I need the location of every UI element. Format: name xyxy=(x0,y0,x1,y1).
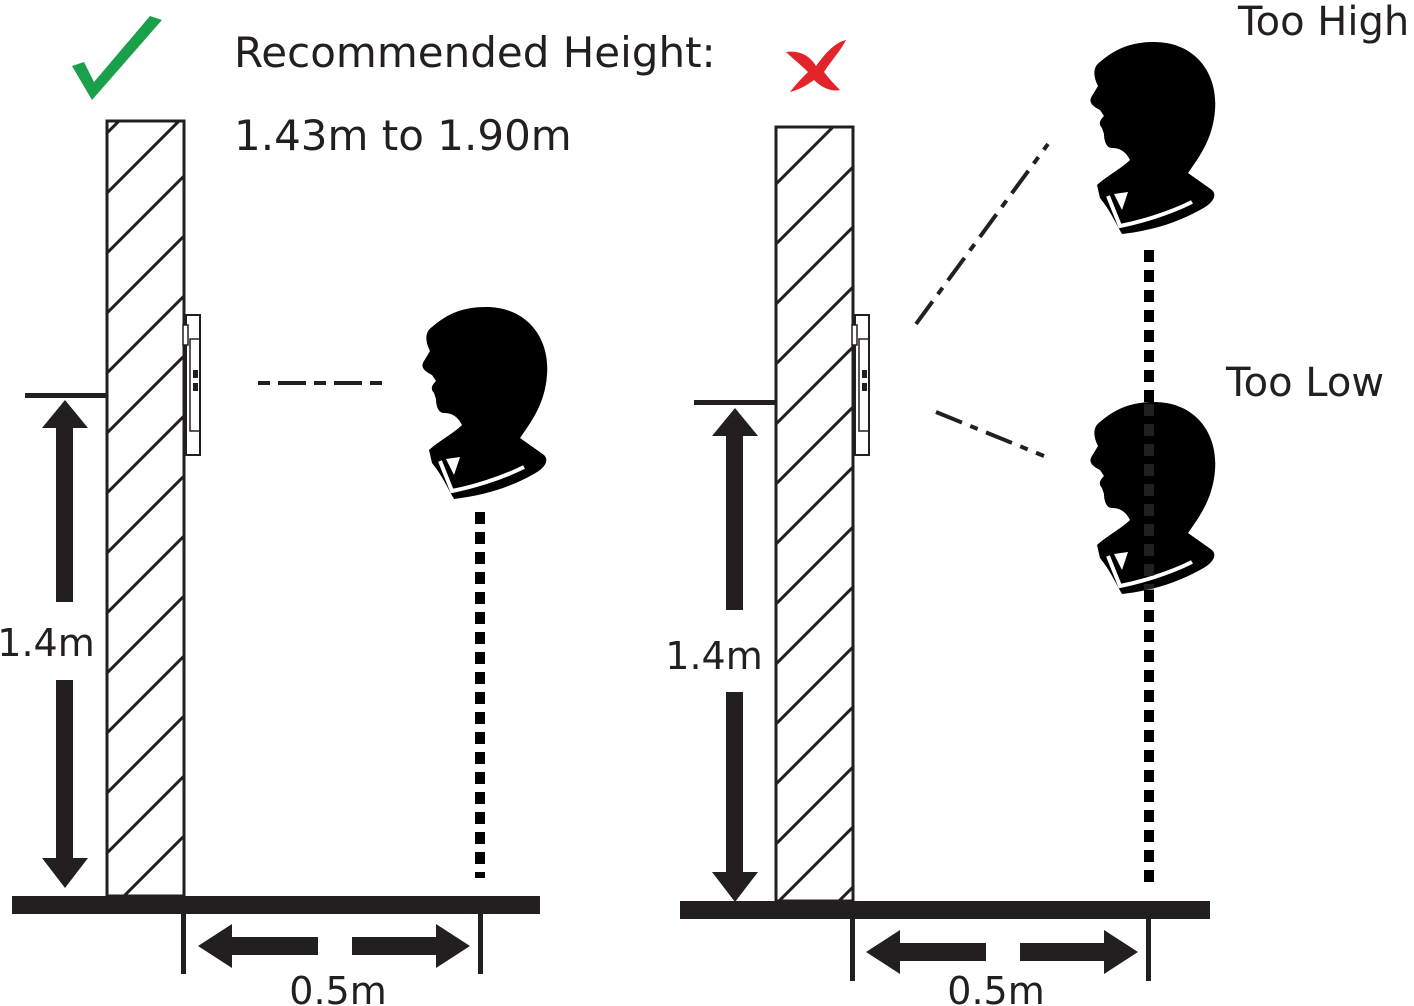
recommended-range: 1.43m to 1.90m xyxy=(234,111,572,160)
device-right xyxy=(851,314,870,456)
wall-left xyxy=(105,119,186,898)
cross-icon xyxy=(786,40,846,92)
height-marker-left xyxy=(25,393,107,398)
height-label-left: 1.4m xyxy=(0,621,95,665)
ground-right xyxy=(680,901,1210,919)
distance-arrow-left xyxy=(198,924,470,968)
wall-right xyxy=(774,125,855,903)
head-silhouette-too-high xyxy=(1088,40,1218,236)
distance-tick-right-a xyxy=(850,917,855,981)
too-high-label: Too High xyxy=(1237,0,1409,45)
too-low-label: Too Low xyxy=(1225,360,1384,406)
distance-label-left: 0.5m xyxy=(289,969,386,1006)
sightline-too-low xyxy=(935,410,1045,458)
height-arrow-right xyxy=(712,408,758,902)
ground-left xyxy=(12,896,540,914)
head-silhouette-left xyxy=(420,305,550,501)
distance-tick-right-b xyxy=(1146,917,1151,981)
right-panel: 1.4m Too High Too Low 0.5m xyxy=(665,0,1409,1006)
device-left xyxy=(182,314,201,456)
height-marker-right xyxy=(694,400,776,405)
height-arrow-left xyxy=(42,400,88,888)
sightline-too-high xyxy=(914,142,1050,326)
recommended-heading: Recommended Height: xyxy=(234,28,716,77)
checkmark-icon xyxy=(72,16,162,100)
distance-label-right: 0.5m xyxy=(947,969,1044,1006)
height-label-right: 1.4m xyxy=(665,634,762,678)
distance-arrow-right xyxy=(866,930,1138,974)
distance-tick-left-b xyxy=(478,912,483,974)
left-panel: Recommended Height: 1.43m to 1.90m 1.4m … xyxy=(0,16,716,1006)
distance-tick-left-a xyxy=(181,912,186,974)
